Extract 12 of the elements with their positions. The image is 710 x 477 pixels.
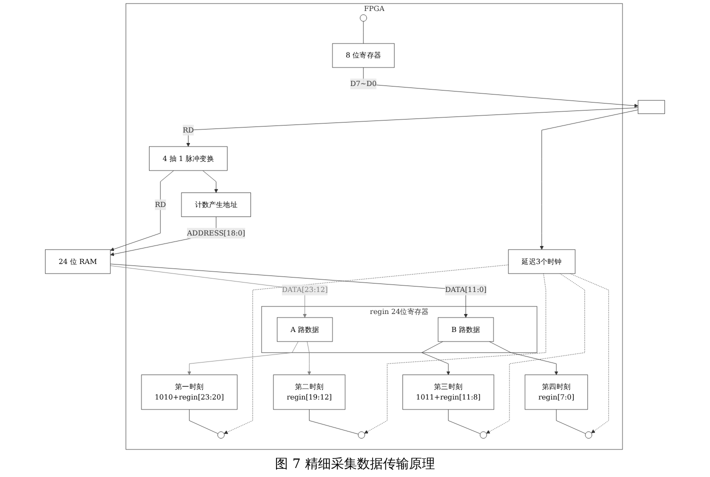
node-circle [358, 431, 366, 439]
node-box [638, 100, 665, 114]
figure-caption: 图 7 精细采集数据传输原理 [275, 456, 435, 474]
node-circle [360, 14, 367, 22]
connector [363, 21, 364, 44]
connector [189, 409, 218, 434]
connector [309, 409, 358, 434]
node-circle [585, 431, 592, 439]
node-circle [217, 431, 225, 439]
node-circle [480, 431, 487, 439]
connector [448, 409, 481, 434]
connector [556, 409, 586, 434]
